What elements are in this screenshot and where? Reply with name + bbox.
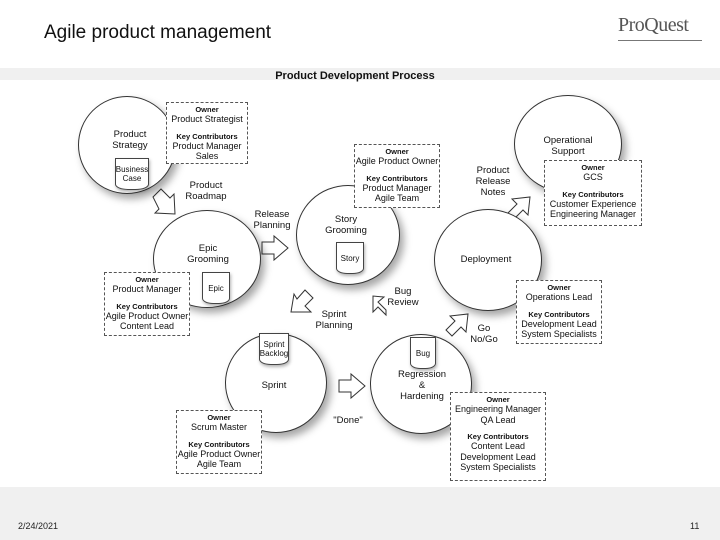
doc-sprint-backlog: Sprint Backlog	[259, 333, 289, 365]
slide-title: Agile product management	[44, 22, 272, 43]
roles-box-support: Owner GCS Key Contributors Customer Expe…	[544, 160, 642, 226]
owner-heading: Owner	[195, 105, 219, 114]
roles-box-epic: Owner Product Manager Key Contributors A…	[104, 272, 190, 336]
owner-value: Engineering Manager QA Lead	[454, 404, 542, 425]
label-go-nogo: Go No/Go	[470, 323, 498, 345]
label-done: "Done"	[333, 415, 363, 426]
arrow-release	[261, 234, 289, 262]
contrib-value: Product Manager Agile Team	[362, 182, 432, 204]
owner-value: GCS	[583, 172, 603, 182]
label-epic-grooming: Epic Grooming	[187, 243, 229, 265]
label-product-strategy: Product Strategy	[112, 129, 148, 151]
proquest-logo: ProQuest	[618, 14, 689, 36]
owner-heading: Owner	[385, 147, 409, 156]
owner-value: Operations Lead	[525, 292, 593, 302]
header-band	[0, 68, 720, 80]
label-operational-support: Operational Support	[543, 135, 593, 157]
owner-heading: Owner	[135, 275, 159, 284]
roles-box-regression: Owner Engineering Manager QA Lead Key Co…	[450, 392, 546, 481]
contrib-heading: Key Contributors	[467, 432, 529, 441]
label-bug-review: Bug Review	[387, 286, 419, 308]
roles-box-sprint: Owner Scrum Master Key Contributors Agil…	[176, 410, 262, 474]
owner-value: Product Strategist	[171, 114, 243, 124]
label-sprint-planning: Sprint Planning	[315, 309, 353, 331]
contrib-heading: Key Contributors	[562, 189, 624, 199]
arrow-roadmap	[152, 188, 176, 215]
contrib-heading: Key Contributors	[176, 131, 238, 141]
contrib-value: Agile Product Owner Agile Team	[177, 448, 261, 470]
contrib-heading: Key Contributors	[528, 309, 590, 319]
owner-heading: Owner	[547, 283, 571, 292]
roles-box-strategy: Owner Product Strategist Key Contributor…	[166, 102, 248, 164]
owner-heading: Owner	[581, 163, 605, 172]
footer-date: 2/24/2021	[18, 521, 59, 531]
doc-epic: Epic	[202, 272, 230, 304]
owner-heading: Owner	[486, 395, 510, 404]
label-release-notes: Product Release Notes	[475, 165, 511, 198]
owner-value: Agile Product Owner	[355, 156, 439, 166]
label-product-roadmap: Product Roadmap	[185, 180, 227, 202]
node-deployment	[434, 209, 542, 311]
contrib-value: Development Lead System Specialists	[521, 318, 597, 340]
footer-band	[0, 487, 720, 540]
label-deployment: Deployment	[460, 254, 512, 265]
label-release-planning: Release Planning	[253, 209, 291, 231]
label-regression: Regression & Hardening	[397, 369, 447, 402]
diagram-title: Product Development Process	[275, 70, 435, 82]
logo-underline	[618, 40, 702, 41]
roles-box-story: Owner Agile Product Owner Key Contributo…	[354, 144, 440, 208]
doc-bug: Bug	[410, 337, 436, 369]
owner-value: Product Manager	[112, 284, 182, 294]
contrib-heading: Key Contributors	[188, 439, 250, 449]
contrib-value: Agile Product Owner Content Lead	[105, 310, 189, 332]
page-number: 11	[690, 521, 700, 531]
owner-value: Scrum Master	[190, 422, 247, 432]
roles-box-deployment: Owner Operations Lead Key Contributors D…	[516, 280, 602, 344]
contrib-heading: Key Contributors	[116, 301, 178, 311]
contrib-value: Customer Experience Engineering Manager	[549, 198, 637, 220]
doc-story: Story	[336, 242, 364, 274]
arrow-done	[338, 372, 366, 400]
contrib-value: Content Lead Development Lead System Spe…	[460, 441, 536, 472]
owner-heading: Owner	[207, 413, 231, 422]
doc-business-case: Business Case	[115, 158, 149, 190]
contrib-heading: Key Contributors	[366, 173, 428, 183]
label-sprint: Sprint	[261, 380, 287, 391]
contrib-value: Product Manager Sales	[172, 140, 242, 162]
label-story-grooming: Story Grooming	[325, 214, 367, 236]
